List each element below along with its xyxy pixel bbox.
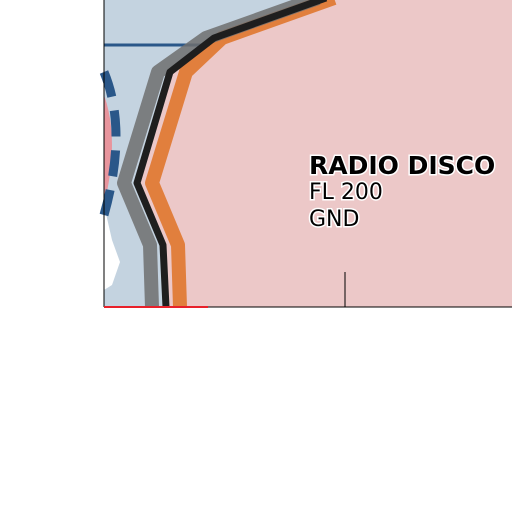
dashed-airspace-boundary	[99, 70, 121, 217]
airspace-lower-limit: GND	[309, 207, 359, 232]
airspace-label: RADIO DISCO FL 200 GND	[308, 150, 497, 234]
white-gap	[104, 205, 120, 290]
pink-airspace-patch	[104, 95, 112, 205]
restricted-airspace-area[interactable]	[104, 0, 512, 307]
airspace-name: RADIO DISCO	[309, 151, 495, 180]
airspace-boundary-line[interactable]	[133, 0, 328, 308]
airspace-upper-limit: FL 200	[309, 180, 383, 205]
